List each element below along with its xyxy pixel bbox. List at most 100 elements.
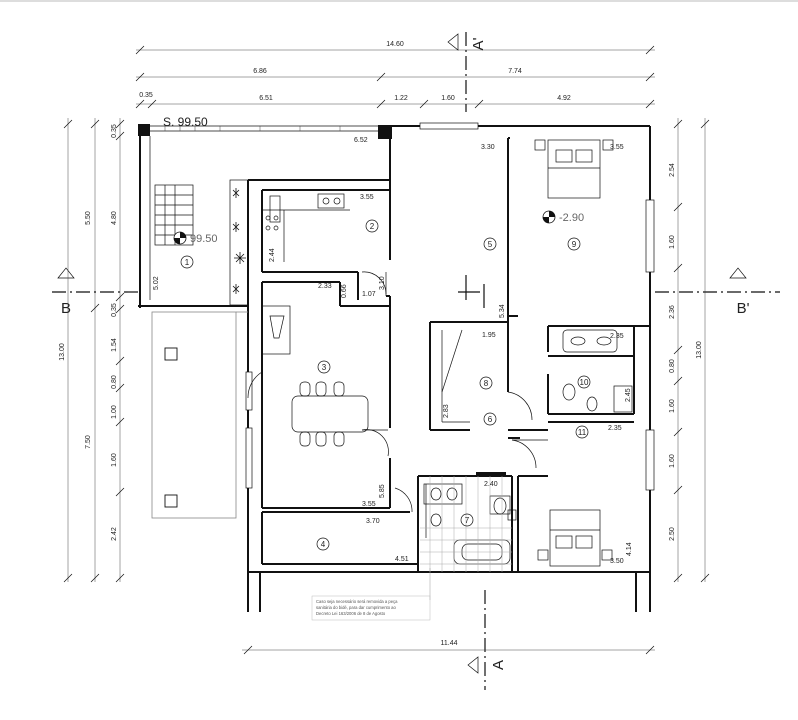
dim-107: 1.07 [362, 291, 376, 298]
section-mark-right: B' [655, 267, 780, 317]
room-number-2: 2 [365, 219, 379, 233]
dim-left-c5: 0.80 [111, 375, 118, 389]
dim-right-c4: 0.80 [669, 359, 676, 373]
dim-overall-width: 14.60 [386, 41, 404, 48]
section-label-top: A' [470, 37, 487, 50]
dim-283: 2.83 [443, 404, 450, 418]
dim-330: 3.30 [481, 144, 495, 151]
regulation-note: Caso seja necessário será removida a peç… [311, 568, 431, 621]
dim-left-lower: 7.50 [85, 435, 92, 449]
corner-column [138, 124, 150, 136]
room-number-8: 8 [479, 376, 493, 390]
stair-arrow [458, 275, 485, 308]
dim-245: 2.45 [625, 388, 632, 402]
room-number-3: 3 [317, 360, 331, 374]
fireplace [261, 305, 291, 355]
room-number-1: 1 [180, 255, 194, 269]
dining-table [291, 381, 369, 447]
right-dimension-lines: 2.54 1.60 2.36 0.80 1.60 1.60 2.50 13.00 [669, 118, 710, 583]
dim-r4: 1.60 [441, 95, 455, 102]
bottom-dimension-line: 11.44 [242, 640, 655, 655]
dim-235-bath: 2.35 [610, 333, 624, 340]
svg-text:7: 7 [465, 516, 470, 525]
svg-text:11: 11 [578, 428, 587, 437]
dim-534: 5.34 [499, 304, 506, 318]
elevation-marker-bedroom: -2.90 [542, 210, 584, 224]
dim-r1: 0.35 [139, 92, 153, 99]
section-label-left: B [61, 300, 71, 317]
svg-text:4: 4 [321, 540, 326, 549]
dim-r2: 6.51 [259, 95, 273, 102]
interior-dimensions: 6.52 3.30 3.55 3.55 5.02 2.44 2.33 0.66 … [153, 137, 633, 565]
room-number-5: 5 [483, 237, 497, 251]
elevation-marker-terrace: 99.50 [173, 231, 218, 245]
dim-right-part: 7.74 [508, 68, 522, 75]
dim-left-upper: 5.50 [85, 211, 92, 225]
room-number-9: 9 [567, 237, 581, 251]
svg-text:5: 5 [488, 240, 493, 249]
dim-right-c2: 1.60 [669, 235, 676, 249]
top-dimension-lines: 14.60 6.86 7.74 0.35 6.51 1.22 1.60 4.92 [135, 41, 655, 109]
dim-r5: 4.92 [557, 95, 571, 102]
dim-370: 3.70 [366, 518, 380, 525]
terrace-area: 99.50 S. 99.50 [138, 115, 380, 308]
note-line-1: Caso seja necessário será removida a peç… [316, 599, 398, 604]
planter [229, 179, 249, 306]
dim-left-c6: 1.00 [111, 405, 118, 419]
elevation-upper-level: S. 99.50 [163, 115, 208, 129]
dim-r3: 1.22 [394, 95, 408, 102]
section-mark-left: B [52, 267, 140, 317]
dim-left-c2: 4.80 [111, 211, 118, 225]
dim-066: 0.66 [341, 284, 348, 298]
section-label-bottom: A [490, 660, 507, 670]
dim-right-c6: 1.60 [669, 454, 676, 468]
section-label-right: B' [737, 300, 750, 317]
room-number-10: 10 [577, 375, 591, 389]
dim-244: 2.44 [269, 248, 276, 262]
bath-10-fixtures [562, 329, 633, 413]
svg-text:10: 10 [580, 378, 589, 387]
section-mark-top: A' [447, 32, 487, 112]
section-mark-bottom: A [467, 590, 507, 690]
dim-left-part: 6.86 [253, 68, 267, 75]
left-dimension-lines: 13.00 5.50 7.50 0.35 4.80 0.35 1.54 0.80… [59, 118, 125, 583]
svg-text:9: 9 [572, 240, 577, 249]
dim-left-c1: 0.35 [111, 124, 118, 138]
dim-right-overall: 13.00 [696, 341, 703, 359]
dim-451: 4.51 [395, 556, 409, 563]
note-line-2: sanitária do bidé, para dar cumprimento … [316, 605, 397, 610]
dim-350: 3.50 [610, 558, 624, 565]
svg-text:8: 8 [484, 379, 489, 388]
bed-master [534, 139, 614, 199]
dim-414: 4.14 [626, 542, 633, 556]
dim-240: 2.40 [484, 481, 498, 488]
svg-text:6: 6 [488, 415, 493, 424]
svg-text:1: 1 [185, 258, 190, 267]
dim-235-bedroom: 2.35 [608, 425, 622, 432]
dim-left-c3: 0.35 [111, 303, 118, 317]
room-number-11: 11 [575, 425, 589, 439]
dim-355-bedroom: 3.55 [610, 144, 624, 151]
staircase [154, 184, 194, 246]
dim-left-c7: 1.60 [111, 453, 118, 467]
dim-bottom-overall: 11.44 [441, 640, 458, 647]
dim-652: 6.52 [354, 137, 368, 144]
dim-195: 1.95 [482, 332, 496, 339]
dim-585: 5.85 [379, 484, 386, 498]
dim-right-c5: 1.60 [669, 399, 676, 413]
room-number-4: 4 [316, 537, 330, 551]
dim-left-c4: 1.54 [111, 338, 118, 352]
dim-right-c7: 2.50 [669, 527, 676, 541]
dim-left-c8: 2.42 [111, 527, 118, 541]
building-walls: -2.90 [245, 122, 655, 612]
elevation-bedroom: -2.90 [559, 212, 584, 224]
bath-7-tiles [420, 476, 512, 572]
dim-310: 3.10 [379, 276, 386, 290]
svg-text:3: 3 [322, 363, 327, 372]
kitchen-counter [262, 193, 350, 262]
dim-right-c1: 2.54 [669, 163, 676, 177]
room-number-6: 6 [483, 412, 497, 426]
svg-text:2: 2 [370, 222, 375, 231]
side-platform [151, 311, 248, 519]
